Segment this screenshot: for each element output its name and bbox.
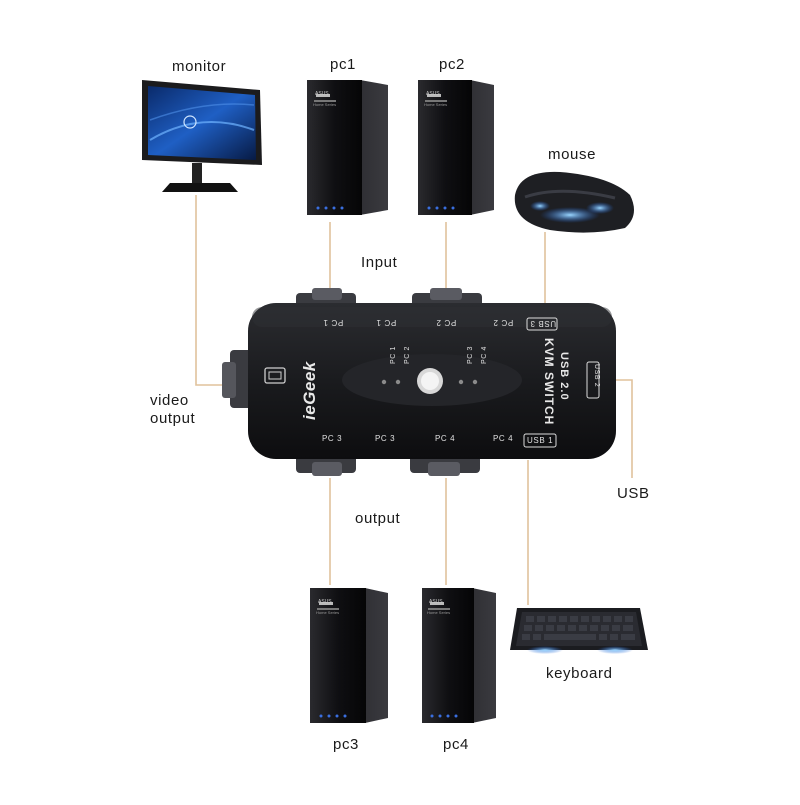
- led-label-pc3: PC 3: [467, 346, 474, 364]
- led-label-pc1: PC 1: [390, 346, 397, 364]
- wire-usb: [612, 379, 633, 478]
- kvm-switch-device: [222, 288, 616, 476]
- monitor-label: monitor: [172, 58, 227, 75]
- output-label: output: [355, 510, 401, 527]
- pc4-label: pc4: [443, 736, 469, 753]
- pc3-label: pc3: [333, 736, 359, 753]
- usb-label: USB: [617, 485, 650, 502]
- pc3-brand: ASUS: [318, 599, 332, 605]
- pc1-label: pc1: [330, 56, 356, 73]
- led-label-pc2: PC 2: [404, 346, 411, 364]
- pc4-tower-icon: [422, 588, 496, 723]
- usb2-label: USB 2: [593, 364, 600, 388]
- bottom-port-label-4: PC 4: [493, 434, 514, 443]
- top-port-label-4: PC 2: [493, 318, 514, 327]
- top-port-label-3: PC 2: [436, 318, 457, 327]
- device-title-line2: KVM SWITCH: [542, 338, 556, 426]
- brand-logo-text: ieGeek: [300, 361, 319, 420]
- mouse-label: mouse: [548, 146, 597, 163]
- pc1-tower-icon: [307, 80, 388, 215]
- input-label: Input: [361, 254, 398, 271]
- usb1-label: USB 1: [527, 436, 554, 445]
- pc2-tower-icon: [418, 80, 494, 215]
- bottom-port-label-1: PC 3: [322, 434, 343, 443]
- pc2-subtitle: Home Series: [424, 102, 448, 107]
- top-port-label-2: PC 1: [376, 318, 397, 327]
- keyboard-icon: [510, 608, 648, 654]
- pc2-label: pc2: [439, 56, 465, 73]
- device-title-line1: USB 2.0: [558, 352, 570, 401]
- pc2-brand: ASUS: [426, 91, 440, 97]
- pc1-brand: ASUS: [315, 91, 329, 97]
- pc4-brand: ASUS: [429, 599, 443, 605]
- video-output-label: video output: [150, 392, 196, 427]
- pc3-tower-icon: [310, 588, 388, 723]
- led-label-pc4: PC 4: [481, 346, 488, 364]
- mouse-icon: [514, 171, 634, 233]
- bottom-port-label-3: PC 4: [435, 434, 456, 443]
- top-port-label-1: PC 1: [323, 318, 344, 327]
- pc4-subtitle: Home Series: [427, 610, 451, 615]
- bottom-port-label-2: PC 3: [375, 434, 396, 443]
- pc3-subtitle: Home Series: [316, 610, 340, 615]
- pc1-subtitle: Home Series: [313, 102, 337, 107]
- usb3-label: USB 3: [530, 319, 557, 328]
- monitor-icon: [142, 80, 262, 192]
- keyboard-label: keyboard: [546, 665, 613, 682]
